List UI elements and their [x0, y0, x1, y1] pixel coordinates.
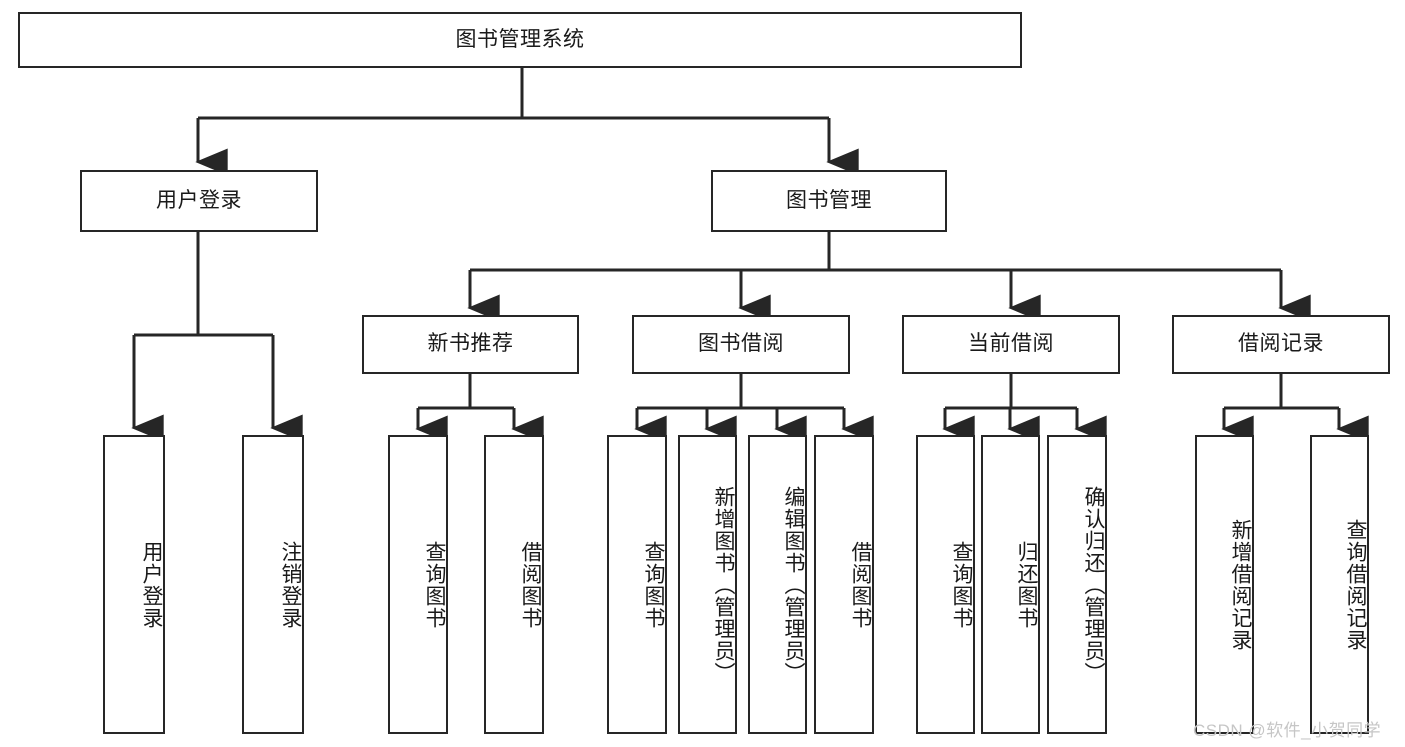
node-new-book-recommend[interactable]: 新书推荐: [362, 315, 579, 374]
node-label: 借阅图书: [849, 540, 872, 629]
node-borrow-record[interactable]: 借阅记录: [1172, 315, 1390, 374]
node-label: 查询图书: [950, 540, 973, 629]
node-user-login[interactable]: 用户登录: [80, 170, 318, 232]
node-label: 查询图书: [642, 540, 665, 629]
node-label: 确认归还（管理员）: [1082, 485, 1105, 684]
node-book-borrow[interactable]: 图书借阅: [632, 315, 850, 374]
node-label: 借阅图书: [519, 540, 542, 629]
node-label: 查询图书: [423, 540, 446, 629]
leaf-borrow-edit-book[interactable]: 编辑图书（管理员）: [748, 435, 807, 734]
node-label: 图书管理系统: [455, 27, 585, 51]
node-label: 用户登录: [156, 188, 242, 212]
leaf-borrow-add-book[interactable]: 新增图书（管理员）: [678, 435, 737, 734]
node-label: 新书推荐: [427, 332, 514, 356]
leaf-record-add[interactable]: 新增借阅记录: [1195, 435, 1254, 734]
leaf-recommend-borrow-book[interactable]: 借阅图书: [484, 435, 544, 734]
leaf-borrow-borrow-book[interactable]: 借阅图书: [814, 435, 874, 734]
node-label: 查询借阅记录: [1344, 518, 1367, 651]
leaf-current-confirm-return[interactable]: 确认归还（管理员）: [1047, 435, 1107, 734]
node-label: 归还图书: [1015, 540, 1038, 629]
node-label: 图书借阅: [698, 332, 784, 356]
node-label: 新增图书（管理员）: [712, 485, 735, 684]
node-label: 注销登录: [279, 540, 302, 629]
node-label: 新增借阅记录: [1229, 518, 1252, 651]
leaf-logout[interactable]: 注销登录: [242, 435, 304, 734]
watermark-text: CSDN @软件_小贺同学: [1193, 721, 1382, 740]
leaf-record-query[interactable]: 查询借阅记录: [1310, 435, 1369, 734]
leaf-current-query-book[interactable]: 查询图书: [916, 435, 975, 734]
leaf-current-return-book[interactable]: 归还图书: [981, 435, 1040, 734]
node-label: 图书管理: [786, 188, 872, 212]
csdn-watermark: CSDN @软件_小贺同学: [1193, 716, 1381, 741]
node-root-system[interactable]: 图书管理系统: [18, 12, 1022, 68]
leaf-borrow-query-book[interactable]: 查询图书: [607, 435, 667, 734]
node-current-borrow[interactable]: 当前借阅: [902, 315, 1120, 374]
node-label: 编辑图书（管理员）: [782, 485, 805, 684]
node-book-management[interactable]: 图书管理: [711, 170, 947, 232]
node-label: 用户登录: [140, 540, 163, 629]
leaf-user-login[interactable]: 用户登录: [103, 435, 165, 734]
node-label: 当前借阅: [968, 332, 1054, 356]
leaf-recommend-query-book[interactable]: 查询图书: [388, 435, 448, 734]
node-label: 借阅记录: [1238, 332, 1324, 356]
